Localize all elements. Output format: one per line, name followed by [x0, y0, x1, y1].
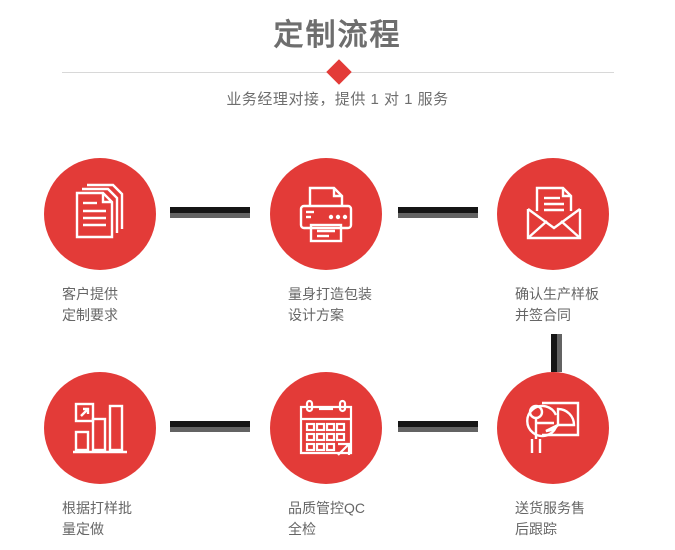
step-6-icon-circle [497, 372, 609, 484]
step-2-label: 量身打造包装 设计方案 [288, 286, 372, 323]
connector-step2-step3 [398, 207, 478, 218]
page-title: 定制流程 [273, 19, 402, 52]
step-1: 客户提供 定制要求 [44, 158, 214, 326]
connector-gray-band [557, 334, 562, 372]
envelope-document-icon [520, 181, 586, 247]
connector-dark-band [398, 207, 478, 213]
connector-dark-band [170, 207, 250, 213]
connector-gray-band [398, 427, 478, 432]
step-5-icon-circle [270, 372, 382, 484]
step-5: 品质管控QC 全检 [270, 372, 440, 540]
step-4-icon-circle [44, 372, 156, 484]
page-subtitle: 业务经理对接，提供 1 对 1 服务 [226, 91, 449, 108]
connector-gray-band [170, 427, 250, 432]
step-3-icon-circle [497, 158, 609, 270]
bar-chart-growth-icon [67, 395, 133, 461]
step-6: 送货服务售 后跟踪 [497, 372, 667, 540]
step-2-icon-circle [270, 158, 382, 270]
step-5-label: 品质管控QC 全检 [288, 500, 365, 537]
step-4-label: 根据打样批 量定做 [62, 500, 132, 537]
presenter-pie-chart-icon [520, 395, 586, 461]
connector-dark-band [398, 421, 478, 427]
connector-step1-step2 [170, 207, 250, 218]
documents-icon [67, 181, 133, 247]
connector-step5-step6 [398, 421, 478, 432]
connector-dark-band [551, 334, 557, 372]
connector-gray-band [170, 213, 250, 218]
step-1-label: 客户提供 定制要求 [62, 286, 118, 323]
connector-step3-step6 [551, 334, 562, 372]
step-2: 量身打造包装 设计方案 [270, 158, 440, 326]
step-3-label: 确认生产样板 并签合同 [515, 286, 599, 323]
printer-icon [293, 181, 359, 247]
calendar-check-icon [293, 395, 359, 461]
step-1-icon-circle [44, 158, 156, 270]
step-4: 根据打样批 量定做 [44, 372, 214, 540]
step-6-label: 送货服务售 后跟踪 [515, 500, 585, 537]
step-3: 确认生产样板 并签合同 [497, 158, 667, 326]
connector-gray-band [398, 213, 478, 218]
connector-dark-band [170, 421, 250, 427]
diamond-icon [326, 59, 352, 85]
connector-step4-step5 [170, 421, 250, 432]
